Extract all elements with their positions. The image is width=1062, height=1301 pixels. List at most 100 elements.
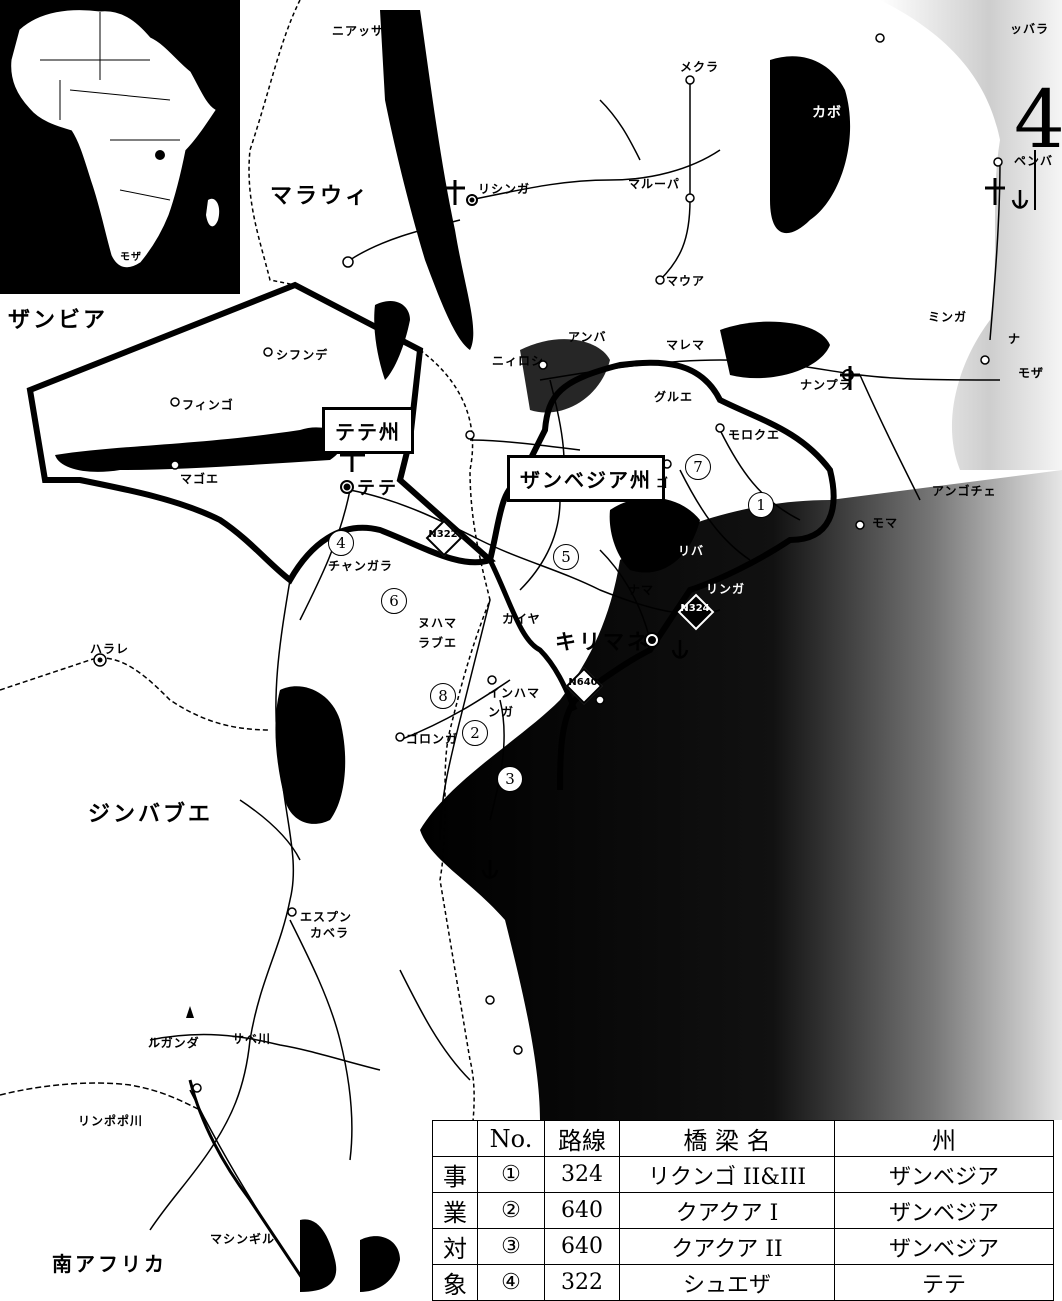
lake-nampula	[720, 321, 830, 379]
project-site-marker: 7	[685, 454, 711, 480]
route-marker-n322: N322	[425, 519, 463, 557]
label-mopeia2: ラブエ	[418, 636, 458, 650]
table-row: 事 ① 324 リクンゴ II&III ザンベジア	[432, 1156, 1054, 1193]
north-compass: 4	[1006, 73, 1062, 210]
lake-west	[275, 686, 346, 824]
table-header-cell: No.	[477, 1120, 545, 1157]
table-header-cell: 橋 梁 名	[619, 1120, 835, 1157]
label-save-river: サベ川	[232, 1032, 272, 1046]
table-cell-bridge: リクンゴ II&III	[619, 1156, 835, 1193]
label-moz: モザ	[1018, 366, 1045, 380]
label-nyassa2: ニィロシ	[492, 354, 545, 368]
label-zimbabwe: ジンバブエ	[88, 802, 214, 827]
table-cell-province: ザンベジア	[834, 1192, 1054, 1229]
table-cell-no: ④	[477, 1264, 545, 1301]
table-header-row: No. 路線 橋 梁 名 州	[432, 1120, 1054, 1157]
label-maua: マウア	[666, 274, 706, 288]
label-amba: アンバ	[568, 330, 607, 344]
project-site-marker: 1	[748, 492, 774, 518]
table-header-cell: 州	[834, 1120, 1054, 1157]
label-pemba: ペンバ	[1014, 154, 1054, 168]
label-mekula: メクラ	[680, 60, 720, 74]
table-cell-province: ザンベジア	[834, 1156, 1054, 1193]
table-side-char: 対	[432, 1228, 478, 1265]
label-massingir: マシンギル	[210, 1232, 276, 1246]
label-angoche: アンゴチェ	[932, 484, 997, 498]
label-espungabera: エスプン	[300, 910, 353, 924]
route-label: N640	[568, 677, 598, 688]
table-cell-province: テテ	[834, 1264, 1054, 1301]
label-limpopo-river: リンポポ川	[78, 1114, 144, 1128]
north-coast-shading	[880, 0, 1062, 470]
label-inhaminga: インハマ	[488, 686, 541, 700]
label-inhaminga2: ンガ	[488, 705, 515, 719]
label-mocuba-e: モロクエ	[728, 428, 781, 442]
south-dark	[300, 1219, 337, 1292]
label-lichinga: リシンガ	[478, 182, 531, 196]
project-site-marker: 3	[497, 766, 523, 792]
label-nacala: ナ	[1008, 332, 1022, 346]
table-cell-no: ③	[477, 1228, 545, 1265]
town-dots	[170, 33, 1003, 1093]
project-site-marker: 5	[553, 544, 579, 570]
compass-bar	[1034, 150, 1036, 210]
tete-lake	[374, 300, 410, 380]
label-tete-province: テテ州	[322, 407, 414, 454]
table-cell-route: 640	[544, 1192, 620, 1229]
table-cell-no: ②	[477, 1192, 545, 1229]
table-cell-route: 324	[544, 1156, 620, 1193]
label-alugunda: ルガンダ	[148, 1036, 200, 1050]
label-moma: モマ	[872, 516, 899, 530]
table-side-char: 業	[432, 1192, 478, 1229]
label-milange: ミンガ	[928, 310, 968, 324]
south-arrow-icon	[186, 1006, 194, 1018]
north-arrow-icon: 4	[1014, 73, 1062, 166]
table-row: 対 ③ 640 クアクア II ザンベジア	[432, 1228, 1054, 1265]
lake-malawi	[380, 10, 474, 350]
label-zambia: ザンビア	[8, 308, 109, 333]
table-cell-route: 322	[544, 1264, 620, 1301]
project-site-marker: 2	[462, 720, 488, 746]
sofala-border	[487, 558, 578, 712]
ocean-shading	[420, 470, 1062, 1120]
label-malema: マレマ	[666, 338, 706, 352]
label-lugela2: リンガ	[706, 582, 746, 596]
label-kabo: カボ	[812, 105, 842, 121]
label-harare: ハラレ	[90, 642, 130, 656]
table-cell-no: ①	[477, 1156, 545, 1193]
label-south-africa: 南アフリカ	[52, 1252, 167, 1276]
route-marker-n324: N324	[677, 593, 715, 631]
label-moz2: モザ	[120, 252, 142, 263]
route-label: N324	[680, 603, 710, 614]
project-site-marker: 6	[381, 588, 407, 614]
table-side-char: 事	[432, 1156, 478, 1193]
table-row: 象 ④ 322 シュエザ テテ	[432, 1264, 1054, 1301]
label-marupa: マルーパ	[628, 177, 680, 191]
harare-road	[0, 657, 271, 731]
cahora-bassa	[55, 427, 343, 472]
table-cell-bridge: クアクア II	[619, 1228, 835, 1265]
africa-outline	[11, 10, 220, 268]
label-zambezia-province: ザンベジア州	[507, 455, 665, 502]
label-mopeia: ヌハマ	[418, 616, 458, 630]
label-ribaue: リバ	[678, 544, 705, 558]
lake-niassa-east	[770, 56, 851, 234]
table-side-char: 象	[432, 1264, 478, 1301]
label-paradise: ッバラ	[1010, 22, 1050, 36]
table-cell-bridge: シュエザ	[619, 1264, 835, 1301]
table-header-cell	[432, 1120, 478, 1157]
label-caia: カイヤ	[502, 612, 541, 626]
table-cell-route: 640	[544, 1228, 620, 1265]
table-cell-province: ザンベジア	[834, 1228, 1054, 1265]
africa-inset-map	[0, 0, 240, 294]
zimbabwe-border	[149, 579, 295, 1231]
limpopo-river	[0, 1082, 201, 1111]
label-malawi: マラウィ	[270, 184, 371, 209]
label-nampula: ナンプラ	[800, 378, 852, 392]
port-icons	[481, 190, 1029, 879]
project-bridge-table: No. 路線 橋 梁 名 州 事 ① 324 リクンゴ II&III ザンベジア…	[432, 1120, 1054, 1301]
label-fingoe: フィンゴ	[182, 398, 234, 412]
label-gorongosa: ゴロンガ	[406, 732, 459, 746]
